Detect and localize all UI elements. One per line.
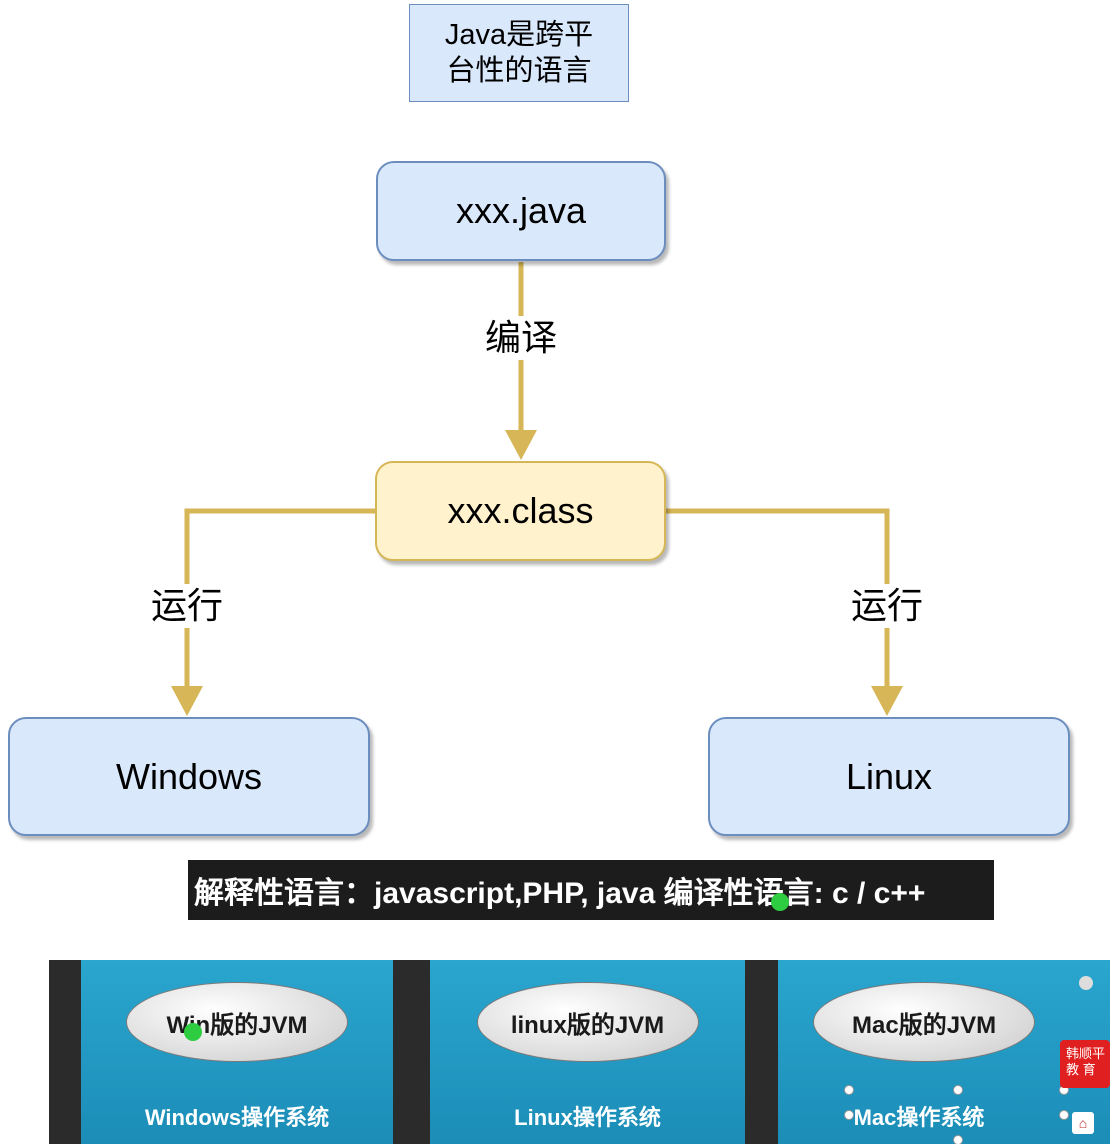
minus-icon[interactable]	[1079, 976, 1093, 990]
jvm-slide-strip: Win版的JVM Windows操作系统 linux版的JVM Linux操作系…	[49, 960, 1110, 1144]
source-file-node: xxx.java	[376, 161, 666, 261]
compile-label: 编译	[468, 316, 574, 360]
os-label-linux: Linux操作系统	[514, 1105, 661, 1130]
flow-connectors	[171, 262, 903, 716]
title-note-line1: Java是跨平	[444, 19, 594, 51]
eraser-icon[interactable]: ⌂	[1072, 1112, 1094, 1134]
jvm-panel-linux: linux版的JVM Linux操作系统	[430, 960, 745, 1144]
os-label-mac: Mac操作系统	[853, 1105, 985, 1130]
run-right-arrow	[666, 508, 890, 700]
compile-arrowhead	[505, 430, 537, 460]
title-note-line2: 台性的语言	[446, 55, 592, 87]
selection-handle[interactable]	[1059, 1110, 1069, 1120]
cursor-dot-icon	[771, 893, 789, 911]
run-right-label: 运行	[836, 584, 938, 628]
selection-handle[interactable]	[953, 1085, 963, 1095]
jvm-oval-linux: linux版的JVM	[476, 982, 699, 1062]
language-types-text: 解释性语言：javascript,PHP, java 编译性语言: c / c+…	[194, 877, 926, 910]
language-types-banner: 解释性语言：javascript,PHP, java 编译性语言: c / c+…	[188, 860, 994, 920]
cursor-dot-icon	[184, 1023, 202, 1041]
jvm-panel-windows: Win版的JVM Windows操作系统	[81, 960, 393, 1144]
run-left-arrow	[184, 508, 375, 700]
run-left-label: 运行	[136, 584, 238, 628]
selection-handle[interactable]	[953, 1135, 963, 1144]
brand-badge: 韩顺平 教 育	[1060, 1040, 1110, 1088]
jvm-panel-mac: Mac版的JVM Mac操作系统	[778, 960, 1110, 1144]
jvm-oval-windows: Win版的JVM	[126, 982, 348, 1062]
selection-handle[interactable]	[844, 1110, 854, 1120]
linux-node: Linux	[708, 717, 1070, 836]
selection-handle[interactable]	[844, 1085, 854, 1095]
class-file-node: xxx.class	[375, 461, 666, 561]
run-left-arrowhead	[171, 686, 203, 716]
jvm-oval-mac: Mac版的JVM	[813, 982, 1036, 1062]
os-label-windows: Windows操作系统	[144, 1105, 330, 1130]
title-note: Java是跨平 台性的语言	[409, 4, 629, 102]
windows-node: Windows	[8, 717, 370, 836]
run-right-arrowhead	[871, 686, 903, 716]
